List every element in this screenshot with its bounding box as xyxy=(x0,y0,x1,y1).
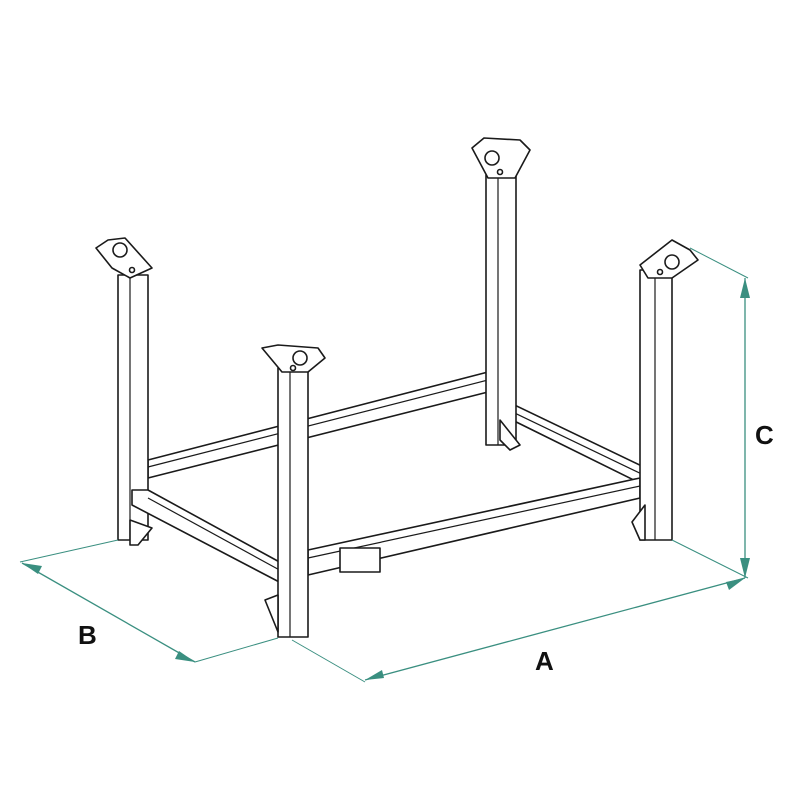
post-back-right xyxy=(471,137,531,451)
post-right xyxy=(631,239,699,541)
bracket-back-left xyxy=(95,237,153,279)
dimension-a xyxy=(291,539,749,683)
right-rail xyxy=(499,397,651,489)
left-rail xyxy=(131,489,286,586)
dimension-label-c: C xyxy=(755,420,774,450)
dimension-label-a: A xyxy=(535,646,554,676)
dimension-c xyxy=(689,247,750,578)
front-rail xyxy=(307,477,641,576)
back-rail xyxy=(147,371,489,479)
post-back-left xyxy=(95,237,153,546)
dimension-label-b: B xyxy=(78,620,97,650)
post-front-left xyxy=(261,344,326,638)
fork-pocket xyxy=(339,547,381,573)
bracket-back-right xyxy=(471,137,531,179)
dimension-b xyxy=(19,539,279,663)
